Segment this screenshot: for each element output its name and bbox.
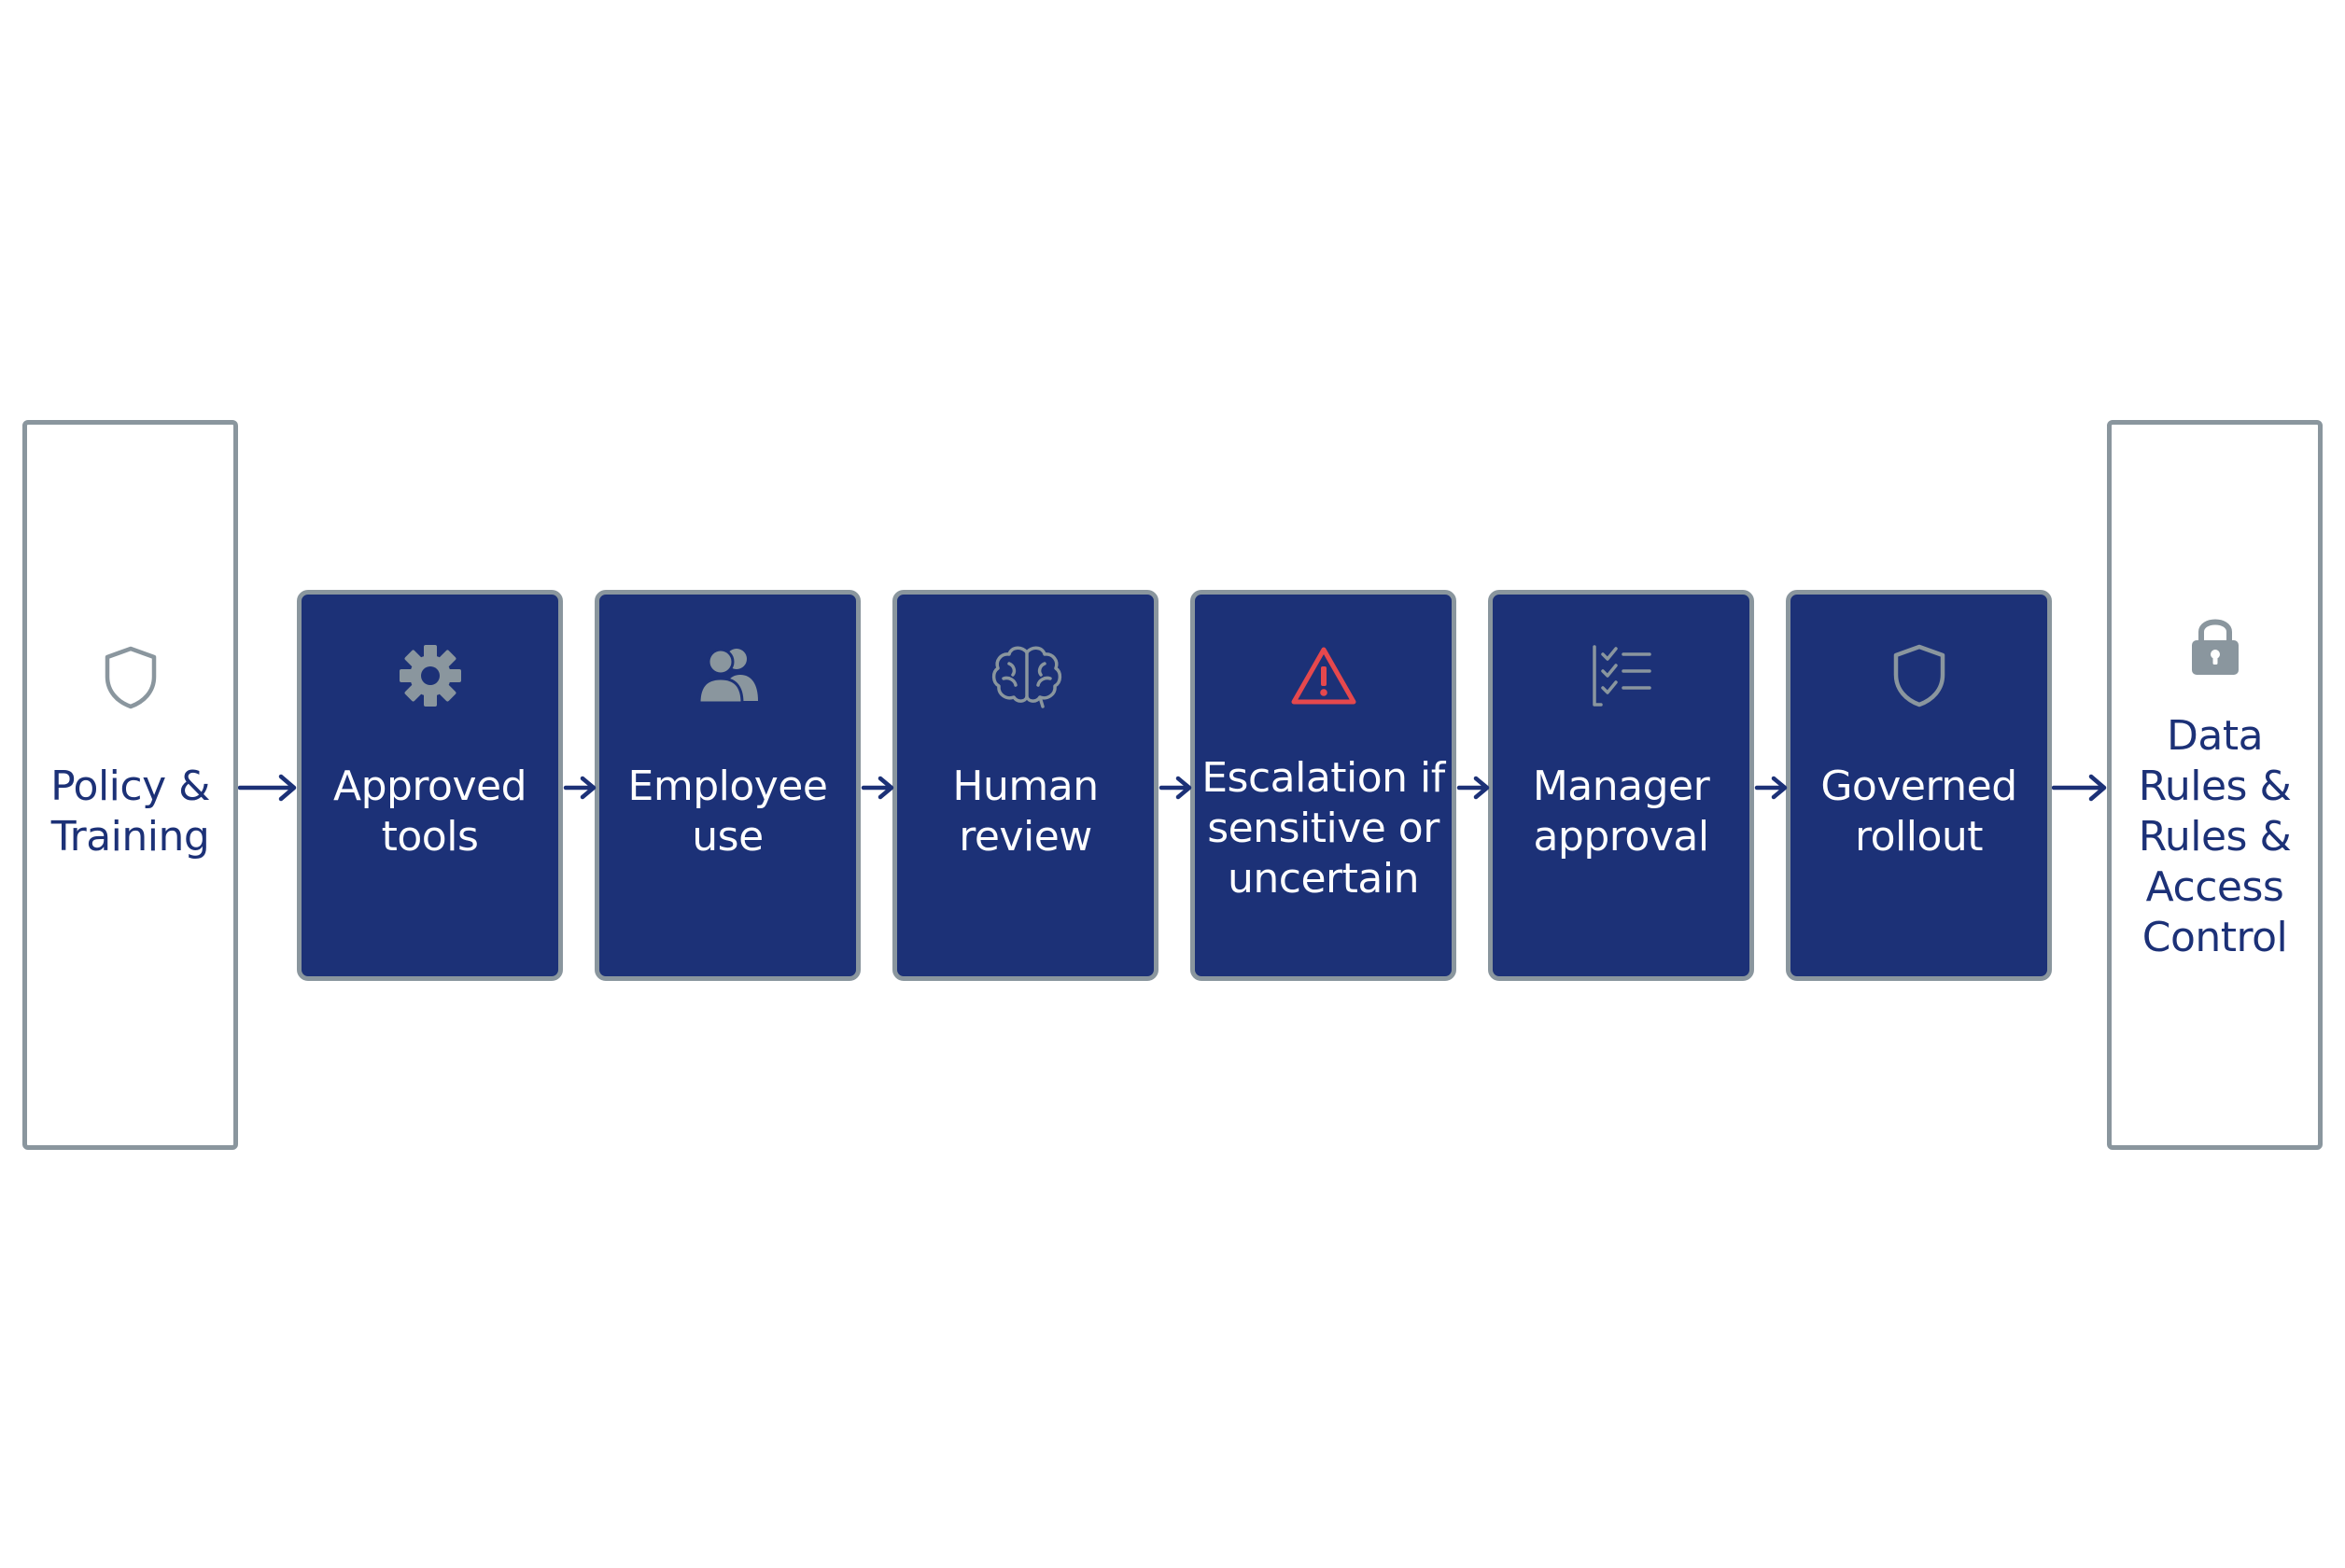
checklist-icon bbox=[1593, 645, 1651, 707]
step-governed-rollout: Governed rollout bbox=[1786, 590, 2052, 981]
step-label: Employee use bbox=[627, 763, 828, 861]
policy-training-label: Policy & Training bbox=[50, 763, 210, 861]
arrow-right-icon bbox=[1754, 776, 1788, 800]
step-label: Approved tools bbox=[332, 763, 527, 861]
step-human-review: Human review bbox=[892, 590, 1158, 981]
arrow-right-icon bbox=[1158, 776, 1192, 800]
shield-icon bbox=[1893, 644, 1945, 707]
lock-icon bbox=[2192, 619, 2239, 675]
arrow-right-icon bbox=[861, 776, 894, 800]
step-label: Escalation if sensitive or uncertain bbox=[1201, 754, 1445, 903]
policy-training-box: Policy & Training bbox=[22, 420, 238, 1150]
arrow-right-icon bbox=[2052, 774, 2107, 802]
shield-icon bbox=[105, 646, 157, 709]
warning-icon bbox=[1291, 647, 1356, 705]
data-access-control-box: Data Rules & Rules & Access Control bbox=[2107, 420, 2323, 1150]
step-label: Governed rollout bbox=[1820, 763, 2017, 861]
step-employee-use: Employee use bbox=[595, 590, 861, 981]
arrow-right-icon bbox=[563, 776, 597, 800]
data-access-control-label: Data Rules & Rules & Access Control bbox=[2138, 712, 2292, 961]
step-label: Manager approval bbox=[1532, 763, 1710, 861]
arrow-right-icon bbox=[1456, 776, 1490, 800]
step-manager-approval: Manager approval bbox=[1488, 590, 1754, 981]
step-label: Human review bbox=[952, 763, 1099, 861]
step-escalation: Escalation if sensitive or uncertain bbox=[1190, 590, 1456, 981]
arrow-right-icon bbox=[238, 774, 297, 802]
brain-icon bbox=[991, 646, 1062, 708]
users-icon bbox=[697, 648, 758, 705]
gear-icon bbox=[400, 645, 461, 707]
step-approved-tools: Approved tools bbox=[297, 590, 563, 981]
